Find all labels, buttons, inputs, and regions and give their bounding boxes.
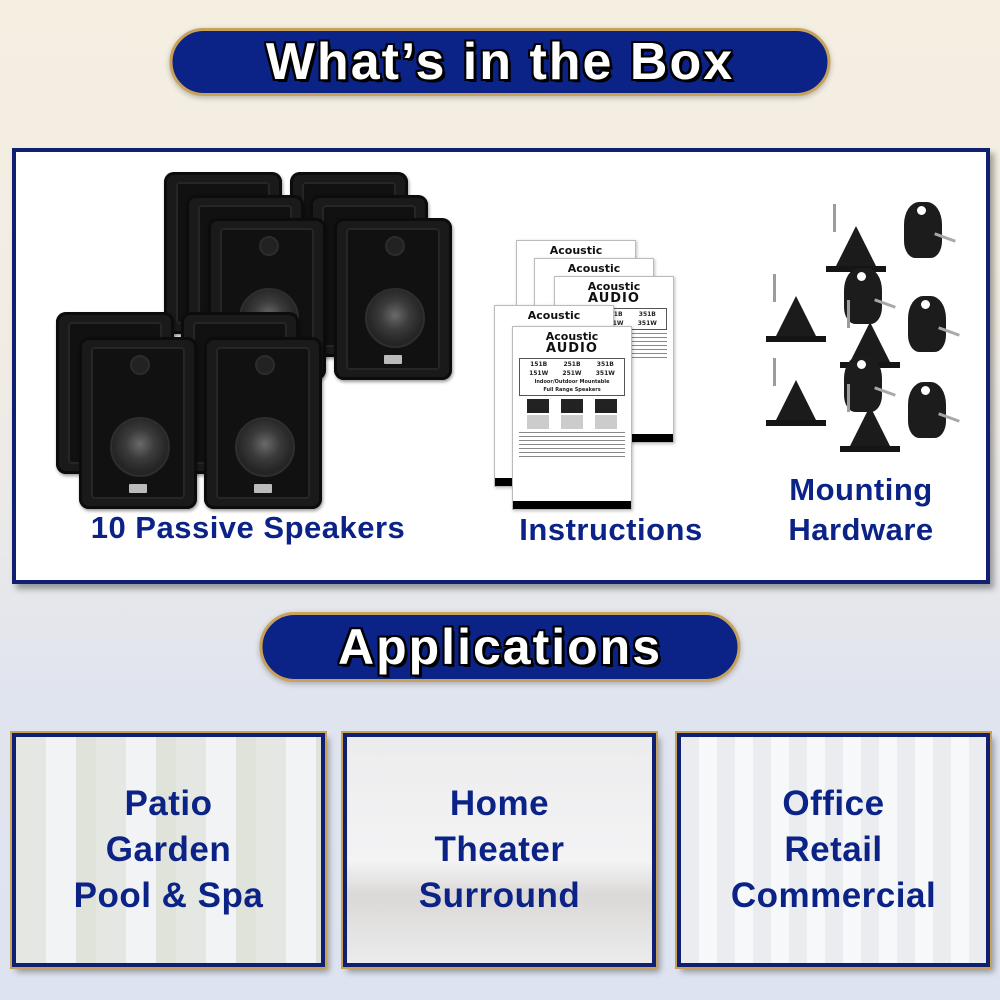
speaker-icon	[79, 337, 197, 509]
mounting-bracket-icon	[766, 358, 826, 426]
mounting-plate-icon	[908, 296, 946, 352]
mounting-plate-icon	[908, 382, 946, 438]
instructions-image: Acoustic Acoustic Acoustic AUDIO 151B 25…	[494, 240, 704, 510]
speakers-caption: 10 Passive Speakers	[90, 510, 406, 545]
mounting-plate-icon	[904, 202, 942, 258]
mounting-plate-icon	[844, 268, 882, 324]
box-contents-panel: 10 Passive Speakers Acoustic Acoustic Ac…	[12, 148, 990, 584]
whats-in-the-box-title: What’s in the Box	[265, 33, 735, 91]
applications-banner: Applications	[259, 612, 741, 682]
patio-pergola-photo	[16, 737, 321, 963]
instructions-caption: Instructions	[519, 512, 703, 547]
application-card-office: Office Retail Commercial	[675, 731, 992, 969]
mounting-plate-icon	[844, 356, 882, 412]
applications-title: Applications	[337, 619, 663, 675]
office-interior-photo	[681, 737, 986, 963]
application-card-patio: Patio Garden Pool & Spa	[10, 731, 327, 969]
mounting-hardware-caption: Mounting Hardware	[788, 472, 934, 547]
application-card-home-theater: Home Theater Surround	[341, 731, 658, 969]
instruction-sheet-icon: Acoustic AUDIO 151B 251B 351B 151W 251W …	[512, 326, 632, 510]
speaker-icon	[204, 337, 322, 509]
living-room-photo	[347, 737, 652, 963]
speakers-image	[16, 152, 486, 512]
whats-in-the-box-banner: What’s in the Box	[169, 28, 831, 96]
mounting-bracket-icon	[840, 384, 900, 452]
mounting-bracket-icon	[826, 204, 886, 272]
speaker-icon	[334, 218, 452, 380]
mounting-hardware-image	[756, 192, 981, 462]
mounting-bracket-icon	[766, 274, 826, 342]
